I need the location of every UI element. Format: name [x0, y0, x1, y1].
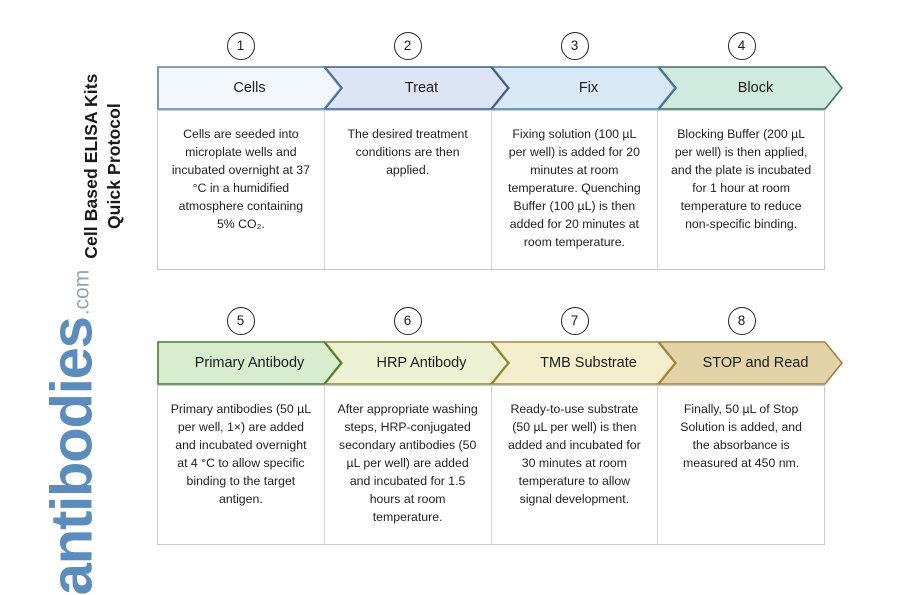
step-header-7[interactable]: TMB Substrate	[491, 341, 676, 385]
step-description-text-1: Cells are seeded into microplate wells a…	[171, 127, 310, 232]
step-header-chevron-shape-3	[491, 66, 676, 110]
step-description-text-6: After appropriate washing steps, HRP-con…	[337, 402, 478, 525]
step-header-label-7: TMB Substrate	[540, 355, 637, 371]
page-title-line-1: Cell Based ELISA Kits	[80, 73, 101, 259]
step-header-4[interactable]: Block	[658, 66, 843, 110]
step-header-chevron-shape-1	[157, 66, 342, 110]
step-header-label-2: Treat	[404, 80, 439, 96]
step-description-cell-7: Ready-to-use substrate (50 µL per well) …	[492, 386, 659, 544]
step-number-badge-4: 4	[727, 32, 756, 60]
step-header-chevron-shape-2	[324, 66, 509, 110]
step-header-chevron-shape-7	[491, 341, 676, 385]
step-description-strip-1: Cells are seeded into microplate wells a…	[157, 110, 825, 270]
step-header-label-4: Block	[737, 80, 774, 96]
step-description-cell-4: Blocking Buffer (200 µL per well) is the…	[658, 111, 824, 269]
step-number-badge-8: 8	[727, 307, 756, 335]
step-number-badge-2: 2	[393, 32, 422, 60]
brand-logo: antibodies .com	[39, 270, 104, 595]
step-number-badge-1: 1	[226, 32, 255, 60]
protocol-row-1: 1 2 3 4 Cells Treat Fix Block Cells are seeded…	[157, 30, 843, 270]
step-header-chevron-shape-8	[658, 341, 843, 385]
step-description-cell-5: Primary antibodies (50 µL per well, 1×) …	[158, 386, 325, 544]
step-header-chevron-shape-4	[658, 66, 843, 110]
step-description-text-3: Fixing solution (100 µL per well) is add…	[508, 127, 641, 250]
step-description-cell-6: After appropriate washing steps, HRP-con…	[325, 386, 492, 544]
page-title-line-2: Quick Protocol	[104, 103, 124, 230]
step-header-5[interactable]: Primary Antibody	[157, 341, 342, 385]
step-header-3[interactable]: Fix	[491, 66, 676, 110]
step-header-label-3: Fix	[578, 80, 599, 96]
step-description-text-2: The desired treatment conditions are the…	[347, 127, 468, 178]
step-number-badge-6: 6	[393, 307, 422, 335]
step-header-chevron-shape-6	[324, 341, 509, 385]
step-number-badge-5: 5	[226, 307, 255, 335]
step-description-text-8: Finally, 50 µL of Stop Solution is added…	[680, 402, 802, 471]
step-number-badge-7: 7	[560, 307, 589, 335]
step-description-text-5: Primary antibodies (50 µL per well, 1×) …	[170, 402, 312, 507]
step-header-6[interactable]: HRP Antibody	[324, 341, 509, 385]
step-header-2[interactable]: Treat	[324, 66, 509, 110]
step-header-1[interactable]: Cells	[157, 66, 342, 110]
step-description-strip-2: Primary antibodies (50 µL per well, 1×) …	[157, 385, 825, 545]
step-description-cell-3: Fixing solution (100 µL per well) is add…	[492, 111, 659, 269]
left-rail: Cell Based ELISA Kits Quick Protocol ant…	[0, 0, 150, 595]
brand-logo-tld: .com	[70, 269, 94, 316]
step-header-8[interactable]: STOP and Read	[658, 341, 843, 385]
step-header-label-8: STOP and Read	[702, 355, 809, 371]
brand-logo-word: antibodies	[39, 317, 105, 595]
protocol-row-2: 5 6 7 8 Primary Antibody HRP Antibody TMB Sub…	[157, 305, 843, 545]
step-header-strip-1: Cells Treat Fix Block	[157, 66, 843, 110]
step-header-label-1: Cells	[233, 80, 266, 96]
step-description-cell-8: Finally, 50 µL of Stop Solution is added…	[658, 386, 824, 544]
step-header-label-5: Primary Antibody	[194, 355, 305, 371]
step-header-chevron-shape-5	[157, 341, 342, 385]
step-description-text-7: Ready-to-use substrate (50 µL per well) …	[508, 402, 641, 507]
step-header-label-6: HRP Antibody	[376, 355, 467, 371]
step-description-text-4: Blocking Buffer (200 µL per well) is the…	[671, 127, 812, 232]
page-title: Cell Based ELISA Kits Quick Protocol	[80, 36, 126, 296]
step-number-badge-3: 3	[560, 32, 589, 60]
step-header-strip-2: Primary Antibody HRP Antibody TMB Substrat…	[157, 341, 843, 385]
step-number-strip-2: 5 6 7 8	[157, 305, 825, 341]
step-number-strip-1: 1 2 3 4	[157, 30, 825, 66]
step-description-cell-1: Cells are seeded into microplate wells a…	[158, 111, 325, 269]
step-description-cell-2: The desired treatment conditions are the…	[325, 111, 492, 269]
